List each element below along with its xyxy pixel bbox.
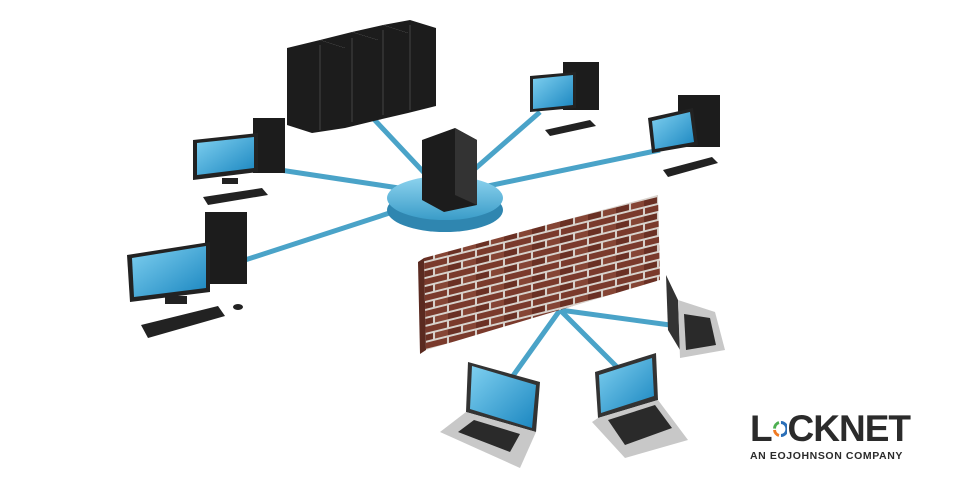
logo-wordmark: L CKNET [750, 408, 911, 449]
logo-letter-l: L [750, 408, 773, 449]
workstation-right [648, 95, 720, 177]
link-laptop-2 [558, 308, 622, 372]
firewall-brick-wall [418, 195, 660, 354]
workstation-top-right [530, 62, 599, 136]
link-laptop-3 [559, 307, 671, 328]
server-rack [287, 20, 436, 133]
logo-o-mark-icon [772, 421, 787, 437]
workstation-bottom-left [127, 212, 247, 338]
locknet-logo: L CKNET AN EOJOHNSON COMPANY [750, 408, 911, 463]
laptop-1 [440, 362, 540, 468]
hub-switch [387, 128, 503, 232]
laptop-2 [592, 353, 688, 458]
logo-tagline: AN EOJOHNSON COMPANY [750, 450, 903, 462]
link-laptop-1 [507, 308, 563, 382]
workstation-left [193, 118, 285, 205]
logo-letters-cknet: CKNET [787, 408, 911, 449]
laptop-3 [666, 275, 725, 358]
